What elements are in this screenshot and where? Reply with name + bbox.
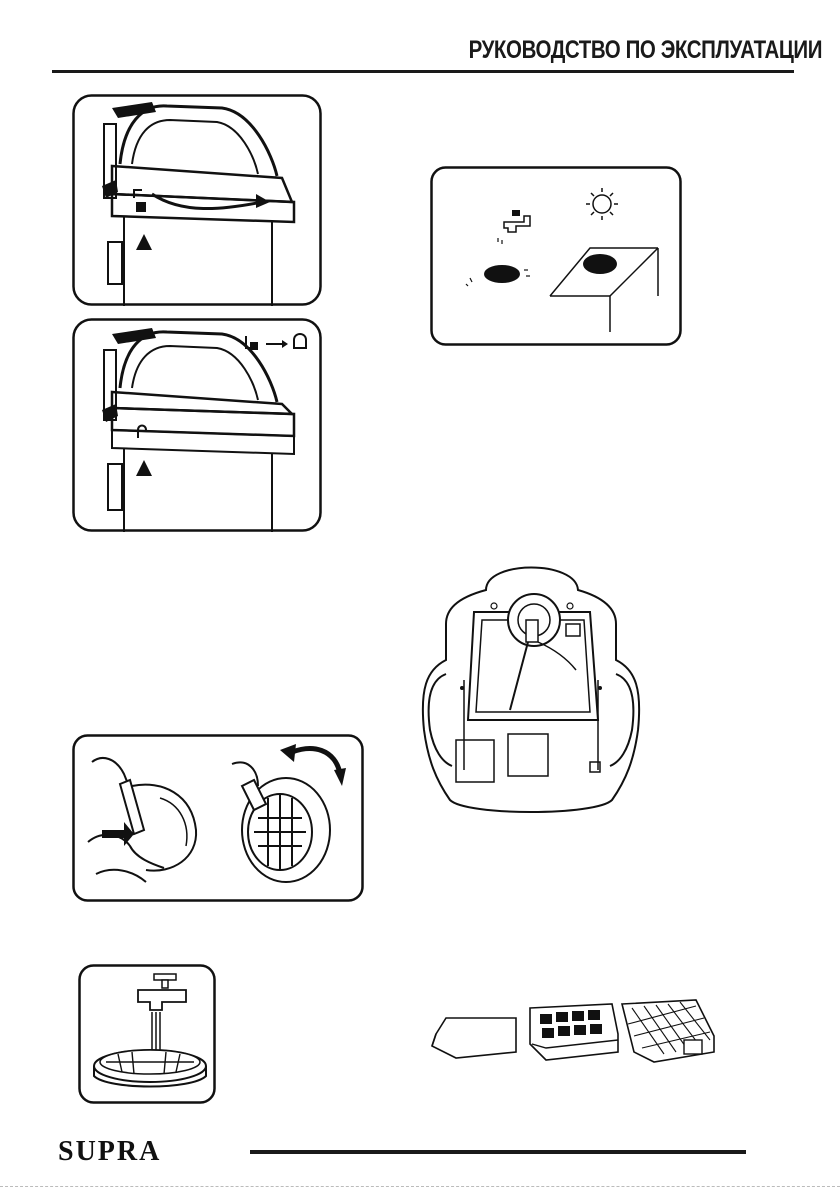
page-edge-marker — [0, 1186, 840, 1187]
brand-logo: SUPRA — [58, 1136, 161, 1168]
vacuum-rear-view-illustration — [416, 550, 646, 820]
dust-container-latch-illustration — [72, 94, 322, 306]
filter-wash-and-dry-illustration — [430, 166, 682, 346]
filter-set-illustration — [428, 996, 720, 1066]
dustbin-unlock-figure — [72, 318, 322, 532]
filter-set-figure — [428, 996, 720, 1066]
filter-rinse-figure — [78, 964, 216, 1104]
dust-container-unlock-illustration — [72, 318, 322, 532]
footer-divider — [250, 1150, 746, 1154]
filter-wash-dry-figure — [430, 166, 682, 346]
filter-removal-illustration — [72, 734, 364, 902]
header-divider — [52, 70, 794, 73]
filter-removal-figure — [72, 734, 364, 902]
page-title: РУКОВОДСТВО ПО ЭКСПЛУАТАЦИИ — [469, 36, 822, 65]
filter-rinse-under-tap-illustration — [78, 964, 216, 1104]
dustbin-lock-figure — [72, 94, 322, 306]
vacuum-back-figure — [416, 550, 646, 820]
